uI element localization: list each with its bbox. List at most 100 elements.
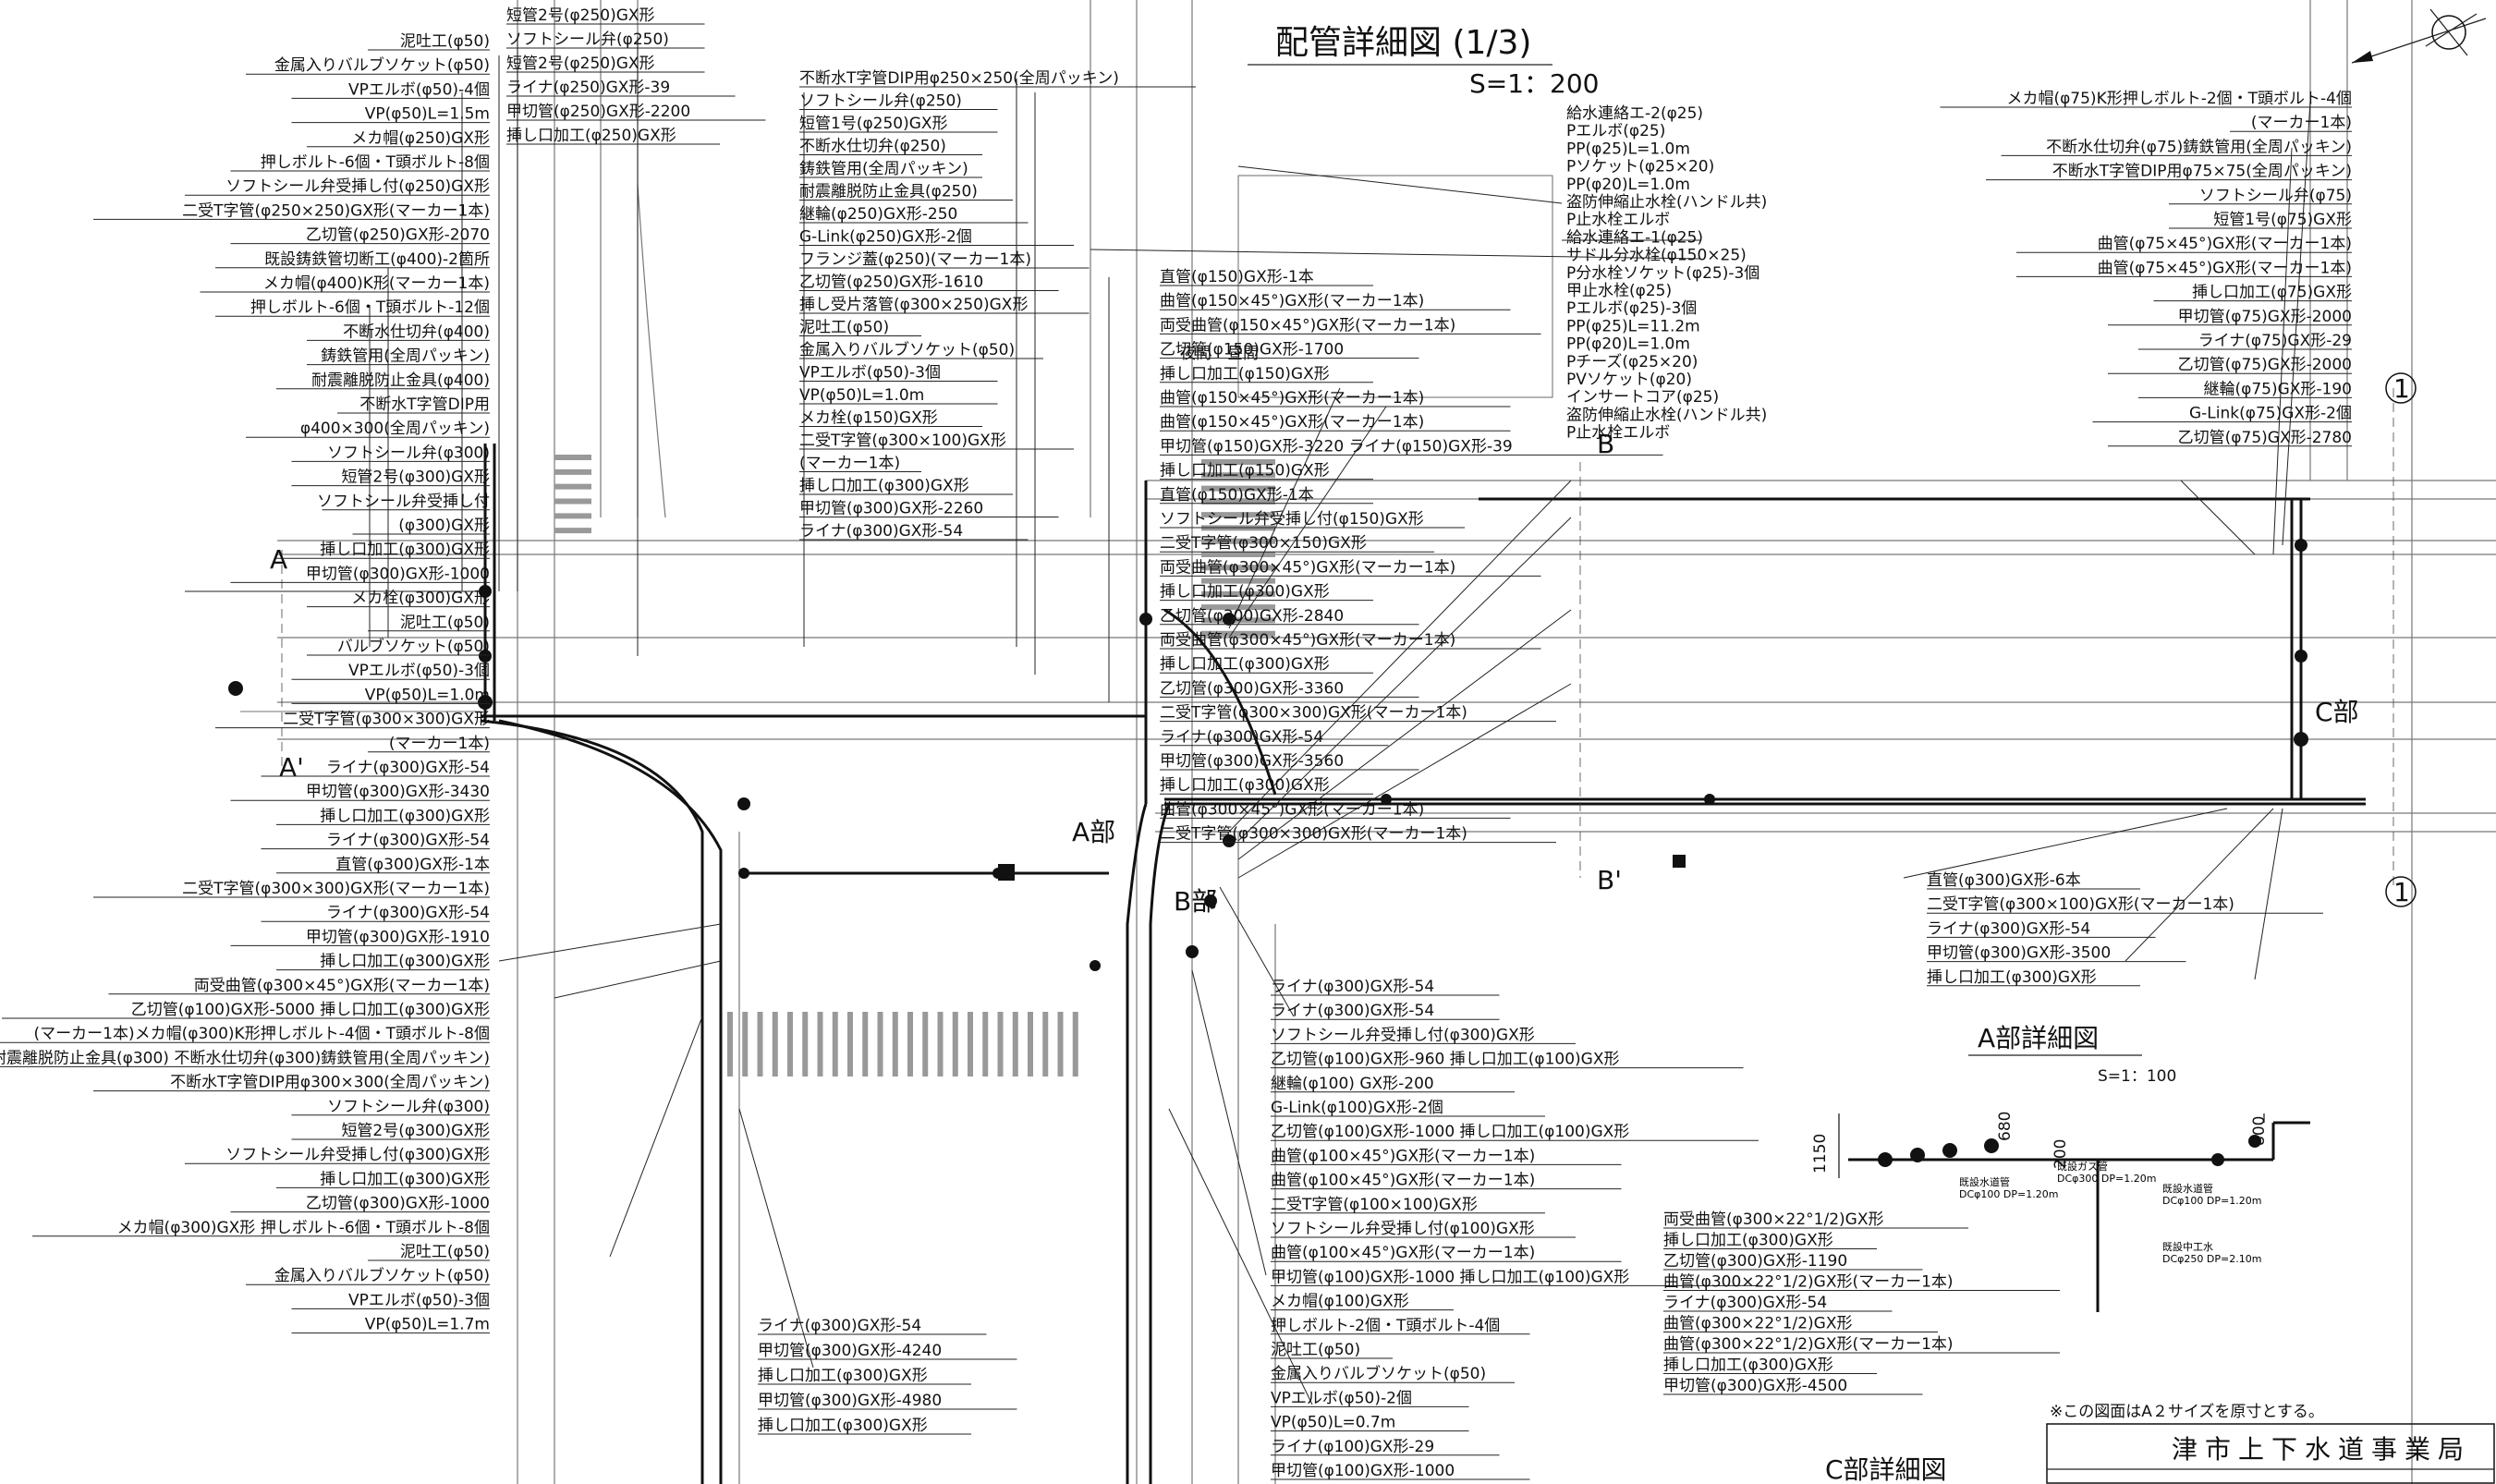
left-labels-item: 乙切管(φ100)GX形-5000 挿し口加工(φ300)GX形 xyxy=(131,1001,490,1019)
center-mid-labels-item: 直管(φ150)GX形-1本 xyxy=(1160,486,1314,505)
service-labels-item: Pエルボ(φ25)-3個 xyxy=(1566,299,1697,318)
service-labels-item: 甲止水栓(φ25) xyxy=(1566,282,1672,300)
marker-b-prime: B' xyxy=(1597,865,1622,895)
center-top-labels-item: 挿し受片落管(φ300×250)GX形 xyxy=(799,296,1028,314)
service-labels-item: PP(φ25)L=11.2m xyxy=(1566,317,1700,335)
bottom-center-labels-item: ライナ(φ100)GX形-29 xyxy=(1271,1438,1434,1456)
right-labels: メカ帽(φ75)K形押しボルト-2個・T頭ボルト-4個(マーカー1本)不断水仕切… xyxy=(1940,90,2352,447)
center-mid-labels-item: 乙切管(φ150)GX形-1700 xyxy=(1160,341,1344,359)
service-labels-item: P止水栓エルボ xyxy=(1566,424,1670,443)
bottom-center-labels-item: 押しボルト-2個・T頭ボルト-4個 xyxy=(1271,1317,1500,1335)
detail-a-note: DCφ250 DP=2.10m xyxy=(2162,1253,2261,1265)
center-mid-labels-item: 直管(φ150)GX形-1本 xyxy=(1160,268,1314,286)
left-labels-item: 不断水T字管DIP用φ300×300(全周パッキン) xyxy=(170,1074,490,1092)
service-labels-item: PP(φ25)L=1.0m xyxy=(1566,140,1690,158)
center-mid-labels: 直管(φ150)GX形-1本曲管(φ150×45°)GX形(マーカー1本)両受曲… xyxy=(1160,268,1663,844)
bottom-right-labels-item: 挿し口加工(φ300)GX形 xyxy=(1927,968,2097,987)
bottom-center-labels-item: 継輪(φ100) GX形-200 xyxy=(1271,1075,1434,1093)
center-top-labels-item: 短管1号(φ250)GX形 xyxy=(799,115,948,133)
center-mid-labels-item: 甲切管(φ300)GX形-3560 xyxy=(1160,752,1344,771)
center-top-labels-item: 挿し口加工(φ300)GX形 xyxy=(799,477,969,495)
bottom-left-labels-item: 甲切管(φ300)GX形-4980 xyxy=(758,1392,942,1410)
left-labels-item: 短管2号(φ300)GX形 xyxy=(341,1122,490,1140)
left-labels-item: メカ栓(φ300)GX形 xyxy=(351,590,490,608)
detail-a-labels-item: 挿し口加工(φ300)GX形 xyxy=(1663,1356,1833,1375)
left-labels-item: 乙切管(φ300)GX形-1000 xyxy=(306,1195,490,1213)
left-labels-item: 挿し口加工(φ300)GX形 xyxy=(320,541,490,559)
center-mid-labels-item: 両受曲管(φ150×45°)GX形(マーカー1本) xyxy=(1160,316,1455,335)
left-labels-item: 乙切管(φ250)GX形-2070 xyxy=(306,226,490,245)
bottom-center-labels-item: ライナ(φ300)GX形-54 xyxy=(1271,978,1434,996)
left-labels-item: バルブソケット(φ50) xyxy=(337,637,490,656)
left-labels-item: 両受曲管(φ300×45°)GX形(マーカー1本) xyxy=(194,977,490,995)
left-labels-item: 泥吐工(φ50) xyxy=(400,32,490,51)
detail-a-dim-1150: 1150 xyxy=(1811,1134,1830,1174)
detail-c-title: C部詳細図 xyxy=(1825,1454,1947,1484)
center-mid-labels-item: ソフトシール弁受挿し付(φ150)GX形 xyxy=(1160,510,1424,529)
label-part-c: C部 xyxy=(2315,697,2359,727)
bottom-left-labels-item: 挿し口加工(φ300)GX形 xyxy=(758,1417,928,1435)
left-labels-item: ソフトシール弁受挿し付(φ300)GX形 xyxy=(225,1146,490,1164)
center-top-labels-item: 耐震離脱防止金具(φ250) xyxy=(799,183,978,201)
center-mid-labels-item: 二受T字管(φ300×300)GX形(マーカー1本) xyxy=(1160,825,1467,844)
center-top-labels-item: 不断水仕切弁(φ250) xyxy=(799,138,946,156)
service-labels-item: 給水連絡エ-2(φ25) xyxy=(1566,104,1703,123)
left-labels-item: 押しボルト-6個・T頭ボルト-12個 xyxy=(250,298,490,317)
left-labels-item: 耐震離脱防止金具(φ400) xyxy=(311,371,490,390)
center-mid-labels-item: 曲管(φ150×45°)GX形(マーカー1本) xyxy=(1160,389,1424,407)
center-top-labels-item: 不断水T字管DIP用φ250×250(全周パッキン) xyxy=(799,69,1119,88)
service-labels-item: Pソケット(φ25×20) xyxy=(1566,158,1714,176)
right-labels-item: 継輪(φ75)GX形-190 xyxy=(2203,380,2352,398)
center-top-labels-item: (マーカー1本) xyxy=(799,455,900,473)
detail-a-labels-item: 甲切管(φ300)GX形-4500 xyxy=(1663,1377,1847,1395)
bottom-center-labels-item: 乙切管(φ100)GX形-960 挿し口加工(φ100)GX形 xyxy=(1271,1051,1619,1069)
center-top-labels-item: VP(φ50)L=1.0m xyxy=(799,386,924,405)
detail-a-dim-800: 800 xyxy=(2250,1116,2269,1146)
bottom-center-labels-item: 二受T字管(φ100×100)GX形 xyxy=(1271,1196,1478,1214)
right-labels-item: 不断水T字管DIP用φ75×75(全周パッキン) xyxy=(2052,163,2352,181)
detail-a-labels-item: 曲管(φ300×22°1/2)GX形 xyxy=(1663,1315,1852,1333)
center-mid-labels-item: 挿し口加工(φ300)GX形 xyxy=(1160,583,1330,602)
center-mid-labels-item: 甲切管(φ150)GX形-3220 ライナ(φ150)GX形-39 xyxy=(1160,437,1513,456)
bottom-left-labels-item: ライナ(φ300)GX形-54 xyxy=(758,1317,921,1335)
right-labels-item: G-Link(φ75)GX形-2個 xyxy=(2189,405,2352,423)
bottom-right-labels: 直管(φ300)GX形-6本二受T字管(φ300×100)GX形(マーカー1本)… xyxy=(1927,871,2323,987)
bottom-center-labels-item: 曲管(φ100×45°)GX形(マーカー1本) xyxy=(1271,1172,1535,1190)
detail-a-labels-item: 両受曲管(φ300×22°1/2)GX形 xyxy=(1663,1210,1883,1229)
top-left-labels-item: 挿し口加工(φ250)GX形 xyxy=(506,127,676,145)
left-labels: 泥吐工(φ50)金属入りバルブソケット(φ50)VPエルボ(φ50)-4個VP(… xyxy=(0,32,490,1334)
right-labels-item: 乙切管(φ75)GX形-2780 xyxy=(2178,429,2352,447)
left-labels-item: ライナ(φ300)GX形-54 xyxy=(326,904,490,922)
left-labels-item: 二受T字管(φ300×300)GX形(マーカー1本) xyxy=(182,880,490,898)
marker-a-prime: A' xyxy=(279,752,304,783)
detail-a-labels-item: 曲管(φ300×22°1/2)GX形(マーカー1本) xyxy=(1663,1273,1954,1292)
left-labels-item: ソフトシール弁受挿し付 xyxy=(317,493,490,511)
service-labels-item: Pチーズ(φ25×20) xyxy=(1566,353,1698,371)
top-left-labels-item: ライナ(φ250)GX形-39 xyxy=(506,79,670,97)
bottom-center-labels-item: VP(φ50)L=0.7m xyxy=(1271,1414,1395,1432)
service-labels-item: 給水連絡エ-1(φ25) xyxy=(1566,228,1703,247)
marker-a: A xyxy=(270,544,287,575)
main-pipes xyxy=(240,444,2366,1484)
marker-b: B xyxy=(1597,429,1614,459)
title-block: 津市上下水道事業局 xyxy=(2046,1423,2495,1484)
left-labels-item: 挿し口加工(φ300)GX形 xyxy=(320,807,490,825)
left-labels-item: ライナ(φ300)GX形-54 xyxy=(326,759,490,777)
service-labels-item: 盗防伸縮止水栓(ハンドル共) xyxy=(1566,193,1767,212)
left-labels-item: (マーカー1本)メカ帽(φ300)K形押しボルト-4個・T頭ボルト-8個 xyxy=(34,1025,490,1043)
center-top-labels-item: 甲切管(φ300)GX形-2260 xyxy=(799,500,983,518)
center-top-labels: 不断水T字管DIP用φ250×250(全周パッキン)ソフトシール弁(φ250)短… xyxy=(799,69,1196,541)
center-mid-labels-item: 乙切管(φ300)GX形-3360 xyxy=(1160,679,1344,698)
detail-a-note: DCφ100 DP=1.20m xyxy=(1959,1188,2058,1200)
left-labels-item: ソフトシール弁(φ300) xyxy=(327,1098,490,1116)
left-labels-item: (φ300)GX形 xyxy=(398,517,490,535)
circle-marker-2: 1 xyxy=(2393,877,2410,907)
right-labels-item: 曲管(φ75×45°)GX形(マーカー1本) xyxy=(2098,259,2352,277)
center-mid-labels-item: 挿し口加工(φ300)GX形 xyxy=(1160,655,1330,674)
left-labels-item: 短管2号(φ300)GX形 xyxy=(341,468,490,487)
left-labels-item: 不断水T字管DIP用 xyxy=(359,395,490,414)
right-labels-item: 乙切管(φ75)GX形-2000 xyxy=(2178,356,2352,374)
bottom-center-labels-item: 金属入りバルブソケット(φ50) xyxy=(1271,1364,1486,1383)
left-labels-item: ライナ(φ300)GX形-54 xyxy=(326,832,490,850)
bottom-center-labels: ライナ(φ300)GX形-54ライナ(φ300)GX形-54ソフトシール弁受挿し… xyxy=(1271,978,1759,1480)
